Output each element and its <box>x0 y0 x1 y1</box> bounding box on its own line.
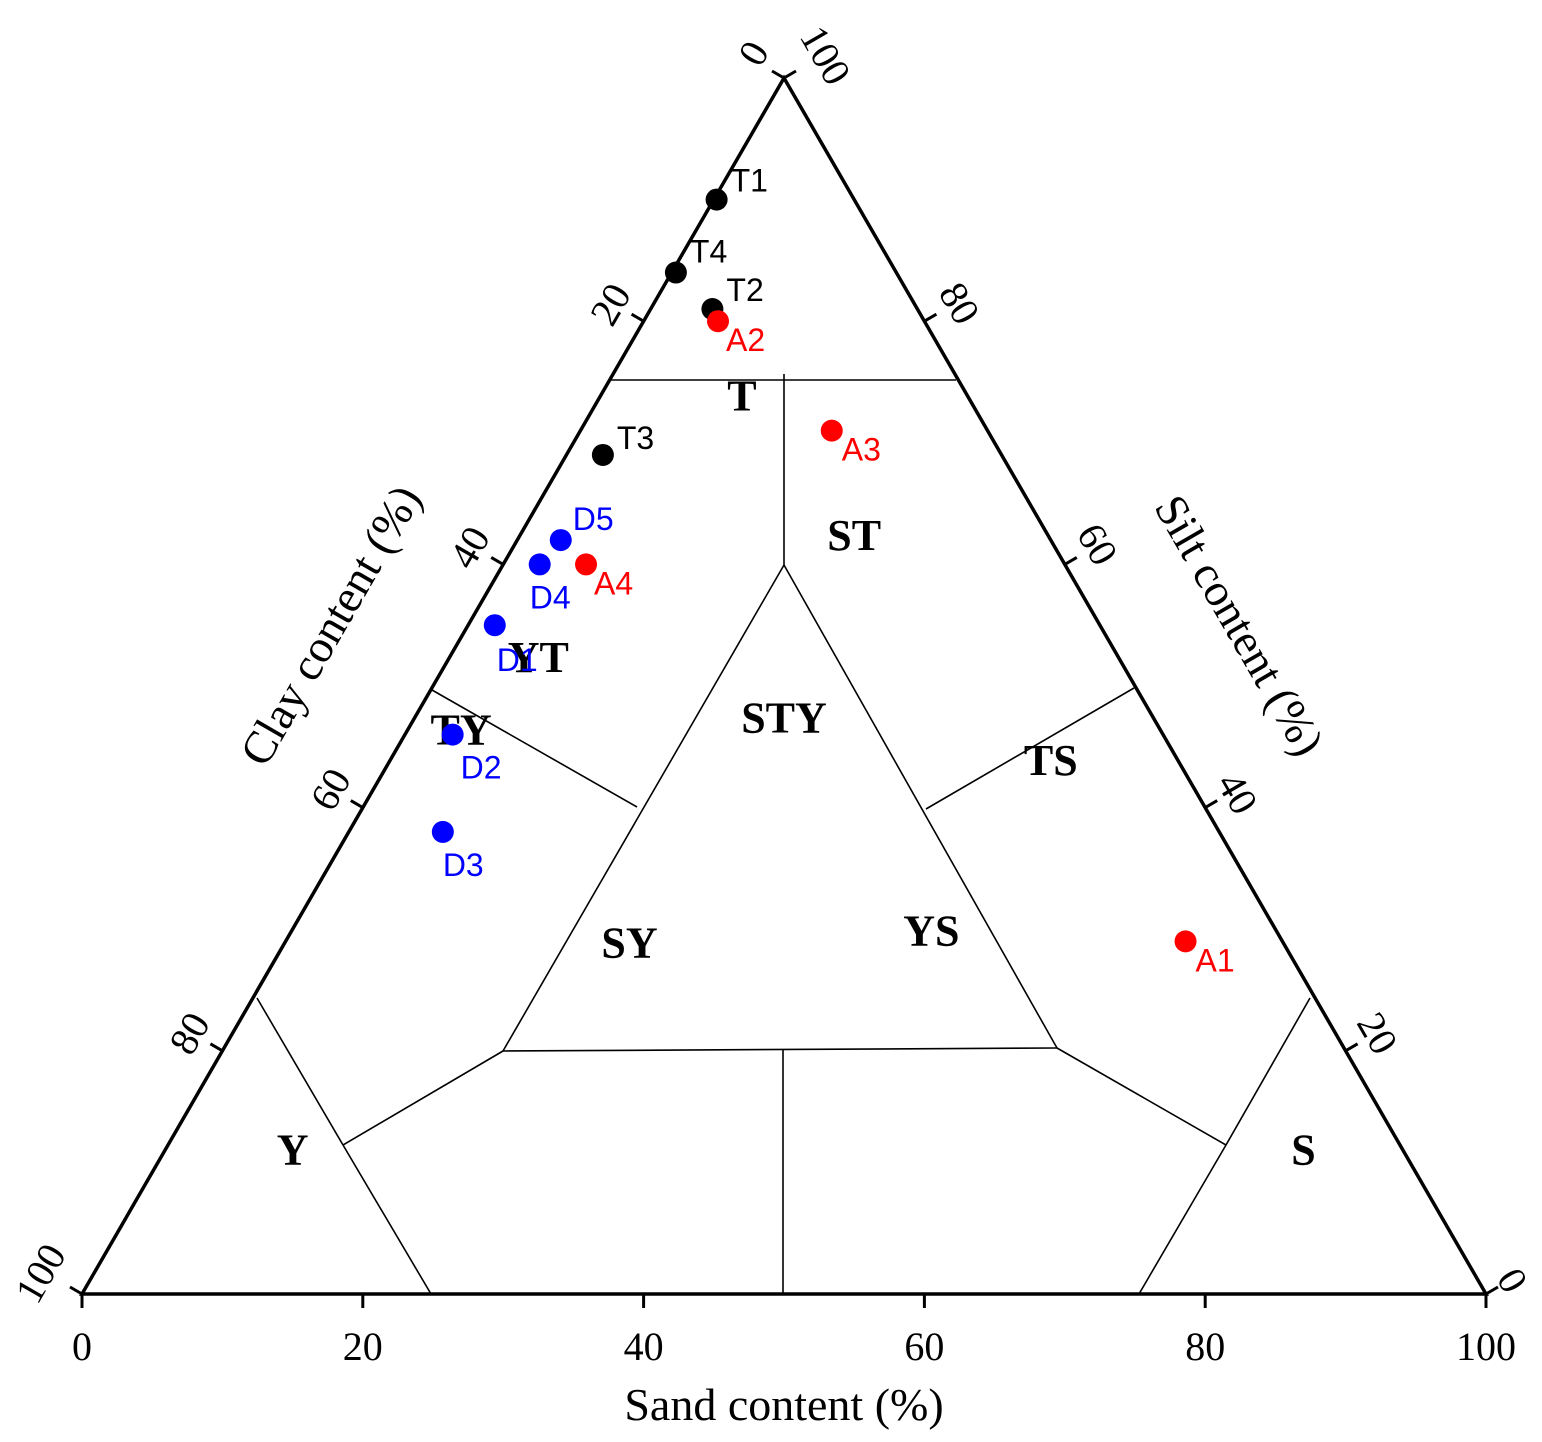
sand-tick-label-40: 40 <box>624 1324 664 1369</box>
point-a4 <box>575 553 598 576</box>
clay-tick-label-20: 20 <box>581 276 640 333</box>
region-label-sty: STY <box>741 694 827 743</box>
silt-tick-label-20: 20 <box>1348 1005 1407 1062</box>
point-label-a1: A1 <box>1196 942 1235 978</box>
silt-tick-40 <box>1204 799 1218 809</box>
clay-tick-20 <box>630 312 645 323</box>
region-label-st: ST <box>827 511 881 560</box>
region-label-s: S <box>1291 1125 1315 1174</box>
silt-tick-label-80: 80 <box>930 275 989 332</box>
region-boundaries <box>256 374 1311 1295</box>
point-t3 <box>591 443 614 466</box>
boundary-sty-left <box>502 564 785 1052</box>
silt-tick-label-60: 60 <box>1068 516 1127 573</box>
silt-tick-60 <box>1064 556 1078 566</box>
clay-tick-labels: 0 20 40 60 80 100 <box>6 33 778 1310</box>
point-label-t3: T3 <box>617 420 654 456</box>
boundary-ys-ts <box>1056 1047 1227 1146</box>
boundary-sty-right <box>783 564 1058 1049</box>
point-label-d3: D3 <box>443 847 484 883</box>
point-d4 <box>528 553 551 576</box>
sand-axis-title: Sand content (%) <box>624 1379 943 1430</box>
region-labels: TYTSTSTYTYTSSYYSYS <box>277 371 1316 1174</box>
triangle-frame <box>78 74 1490 1296</box>
silt-tick-80 <box>923 312 938 323</box>
clay-tick-label-100: 100 <box>6 1236 75 1310</box>
sand-tick-label-60: 60 <box>904 1324 944 1369</box>
clay-tick-40 <box>490 556 504 566</box>
clay-tick-60 <box>350 799 364 809</box>
clay-tick-label-0: 0 <box>729 33 778 73</box>
point-d2 <box>441 723 464 746</box>
region-label-t: T <box>727 371 756 420</box>
silt-axis-title: Silt content (%) <box>1145 486 1335 764</box>
boundary-yt-ty <box>431 689 638 808</box>
point-label-d5: D5 <box>573 501 614 537</box>
clay-tick-label-60: 60 <box>301 761 360 818</box>
clay-tick-label-40: 40 <box>440 519 499 576</box>
point-a2 <box>707 310 730 333</box>
sand-tick-label-20: 20 <box>343 1324 383 1369</box>
boundary-st-ts <box>925 687 1135 810</box>
silt-tick-label-40: 40 <box>1208 765 1267 822</box>
point-label-a3: A3 <box>842 432 881 468</box>
sand-tick-labels: 0 20 40 60 80 100 <box>72 1324 1516 1369</box>
tick-marks <box>69 69 1499 1308</box>
sand-tick-label-100: 100 <box>1456 1324 1516 1369</box>
region-label-ts: TS <box>1024 736 1078 785</box>
point-label-d1: D1 <box>497 642 538 678</box>
point-d5 <box>549 529 572 552</box>
boundary-y-right <box>342 1144 432 1295</box>
point-label-t1: T1 <box>731 163 768 199</box>
point-label-a2: A2 <box>726 322 765 358</box>
boundary-sy-ty <box>342 1050 504 1146</box>
silt-tick-20 <box>1344 1042 1359 1053</box>
point-d1 <box>483 614 506 637</box>
point-t1 <box>705 188 728 211</box>
point-label-t2: T2 <box>726 272 763 308</box>
point-label-d2: D2 <box>461 750 502 786</box>
region-label-sy: SY <box>601 919 657 968</box>
point-label-d4: D4 <box>530 579 571 615</box>
silt-tick-labels: 100 80 60 40 20 0 <box>791 18 1537 1300</box>
boundary-y-top <box>256 997 344 1146</box>
silt-tick-100 <box>783 69 797 80</box>
point-a3 <box>820 419 843 442</box>
point-a1 <box>1174 930 1197 953</box>
point-label-a4: A4 <box>594 565 633 601</box>
region-label-yt: YT <box>508 633 569 682</box>
clay-tick-label-80: 80 <box>160 1005 219 1062</box>
sand-tick-label-80: 80 <box>1185 1324 1225 1369</box>
triangle-outline <box>78 74 1490 1296</box>
point-t4 <box>664 261 687 284</box>
clay-tick-80 <box>209 1042 224 1053</box>
sand-tick-label-0: 0 <box>72 1324 92 1369</box>
silt-tick-label-100: 100 <box>791 18 860 92</box>
axis-titles: Sand content (%) Clay content (%) Silt c… <box>230 476 1335 1430</box>
clay-tick-100 <box>69 1285 83 1296</box>
clay-axis-title: Clay content (%) <box>230 476 431 774</box>
silt-tick-0 <box>1485 1285 1499 1296</box>
point-d3 <box>431 820 454 843</box>
boundary-s-left <box>1138 1144 1227 1295</box>
silt-tick-label-0: 0 <box>1488 1260 1537 1300</box>
boundary-s-top <box>1225 997 1311 1146</box>
point-label-t4: T4 <box>690 234 727 270</box>
region-label-ys: YS <box>903 906 959 955</box>
clay-tick-0 <box>771 69 785 80</box>
boundary-sty-bottom <box>502 1047 1058 1052</box>
region-label-y: Y <box>277 1125 309 1174</box>
